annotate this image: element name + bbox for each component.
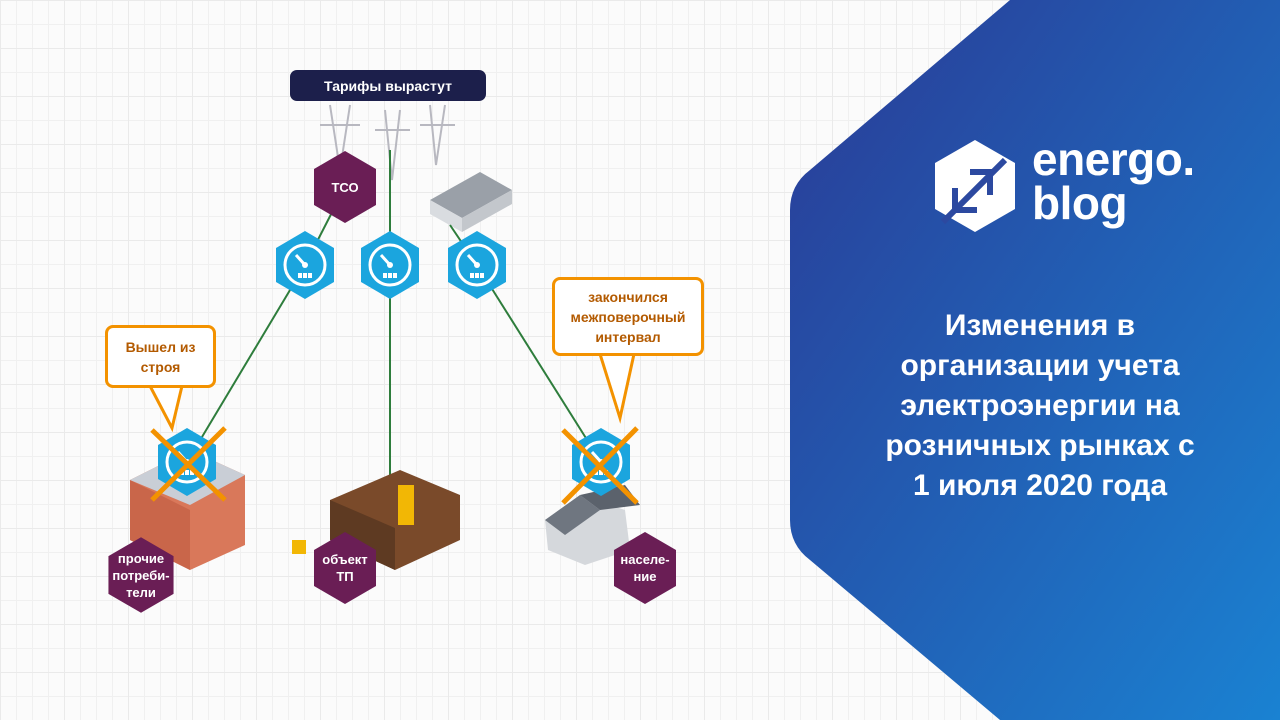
tso-label: ТСО bbox=[331, 179, 359, 195]
expired-interval-callout: закончился межповерочный интервал bbox=[552, 277, 704, 356]
callout-text: интервал bbox=[595, 328, 661, 345]
headline-line: 1 июля 2020 года bbox=[912, 469, 1168, 502]
headline: Изменения в организации учета электроэне… bbox=[840, 306, 1240, 506]
callout-text: строя bbox=[140, 358, 181, 375]
population-label: населе-ние bbox=[610, 548, 680, 588]
callout-text: закончился bbox=[588, 288, 668, 305]
meter-icon bbox=[359, 229, 421, 301]
label-line: ТП bbox=[336, 569, 354, 584]
headline-line: Изменения в bbox=[944, 309, 1136, 342]
meter-icon bbox=[274, 229, 336, 301]
label-line: тели bbox=[126, 584, 156, 600]
tariffs-increase-label: Тарифы вырастут bbox=[290, 70, 486, 101]
headline-line: электроэнергии на bbox=[900, 389, 1180, 422]
label-line: объект bbox=[322, 552, 368, 567]
energo-blog-logo-text: energo. blog bbox=[1032, 133, 1195, 229]
title-panel bbox=[790, 0, 1280, 720]
label-line: населе- bbox=[620, 552, 670, 567]
substation-building-illustration bbox=[430, 172, 512, 232]
label-line: потреби- bbox=[112, 567, 170, 583]
broken-meter-icon bbox=[150, 426, 227, 502]
broken-callout: Вышел из строя bbox=[105, 325, 216, 388]
expired-meter-icon bbox=[561, 426, 639, 505]
meter-icon bbox=[446, 229, 508, 301]
callout-tail bbox=[147, 384, 184, 433]
callout-tail bbox=[597, 352, 636, 424]
headline-line: организации учета bbox=[900, 349, 1180, 382]
label-line: прочие bbox=[117, 550, 165, 566]
logo-line: energo. bbox=[1032, 133, 1195, 185]
energo-blog-logo-icon bbox=[935, 140, 1015, 232]
connection-lines bbox=[186, 150, 602, 490]
headline-line: розничных рынках с bbox=[885, 429, 1195, 462]
callout-text: Вышел из bbox=[125, 338, 196, 355]
logo-line: blog bbox=[1032, 177, 1128, 229]
label-line: ние bbox=[633, 569, 657, 584]
callout-text: межповерочный bbox=[570, 308, 686, 325]
power-tower-illustration bbox=[320, 104, 455, 181]
